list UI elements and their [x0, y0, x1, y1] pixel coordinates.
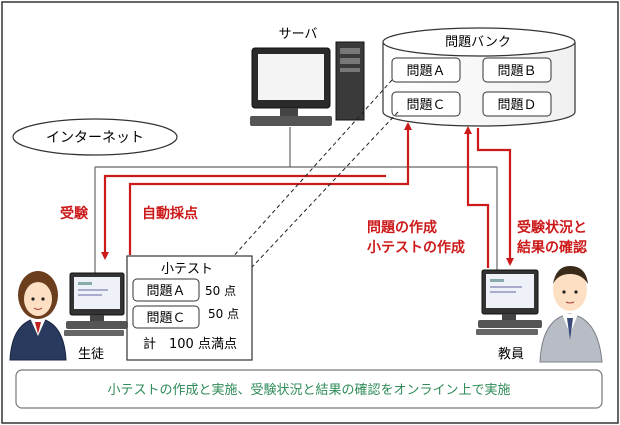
caption-text: 小テストの作成と実施、受験状況と結果の確認をオンライン上で実施	[107, 382, 510, 398]
student-label: 生徒	[78, 347, 104, 362]
bank-problem-b: 問題Ｂ	[482, 57, 552, 83]
dashed-arrow-a	[203, 79, 393, 290]
svg-text:問題Ｃ: 問題Ｃ	[406, 98, 445, 113]
internet-label: インターネット	[46, 130, 144, 146]
quiz-title: 小テスト	[161, 262, 213, 277]
flow-auto-grading-arrow	[128, 122, 412, 255]
internet-cloud	[12, 118, 178, 156]
bank-problem-a: 問題Ａ	[391, 57, 461, 83]
server-computer-icon	[250, 41, 365, 126]
label-create-quiz: 小テストの作成	[367, 239, 465, 256]
student-computer-icon	[64, 272, 128, 336]
teacher-label: 教員	[498, 346, 524, 362]
flow-check-arrow	[476, 128, 514, 266]
flow-create-arrow	[464, 126, 490, 268]
svg-text:問題Ｄ: 問題Ｄ	[497, 98, 536, 113]
server-label: サーバ	[279, 27, 318, 42]
bank-problem-c: 問題Ｃ	[391, 91, 461, 117]
quiz-item-a: 問題Ａ	[146, 284, 185, 299]
caption-box	[15, 369, 603, 409]
quiz-item-c-points: 50 点	[208, 307, 239, 321]
svg-text:問題Ａ: 問題Ａ	[406, 64, 445, 79]
bank-label: 問題バンク	[445, 35, 511, 50]
label-check-status-2: 結果の確認	[517, 239, 587, 256]
flow-take-exam-arrow	[101, 174, 386, 260]
label-check-status-1: 受験状況と	[517, 219, 587, 236]
quiz-panel: 小テスト 問題Ａ 50 点 問題Ｃ 50 点 計 100 点満点	[126, 255, 253, 361]
student-avatar	[9, 271, 67, 361]
quiz-total: 計 100 点満点	[143, 336, 237, 352]
svg-text:問題Ｂ: 問題Ｂ	[497, 64, 536, 79]
teacher-avatar	[539, 266, 603, 363]
flow-arrows	[101, 122, 514, 268]
bank-problem-d: 問題Ｄ	[482, 91, 552, 117]
label-auto-grading: 自動採点	[142, 205, 198, 222]
quiz-item-c: 問題Ｃ	[146, 311, 185, 326]
label-create-problems: 問題の作成	[367, 219, 437, 236]
quiz-item-a-points: 50 点	[205, 284, 236, 298]
network-lines	[94, 127, 498, 278]
teacher-computer-icon	[476, 269, 542, 335]
label-take-exam: 受験	[60, 205, 89, 222]
